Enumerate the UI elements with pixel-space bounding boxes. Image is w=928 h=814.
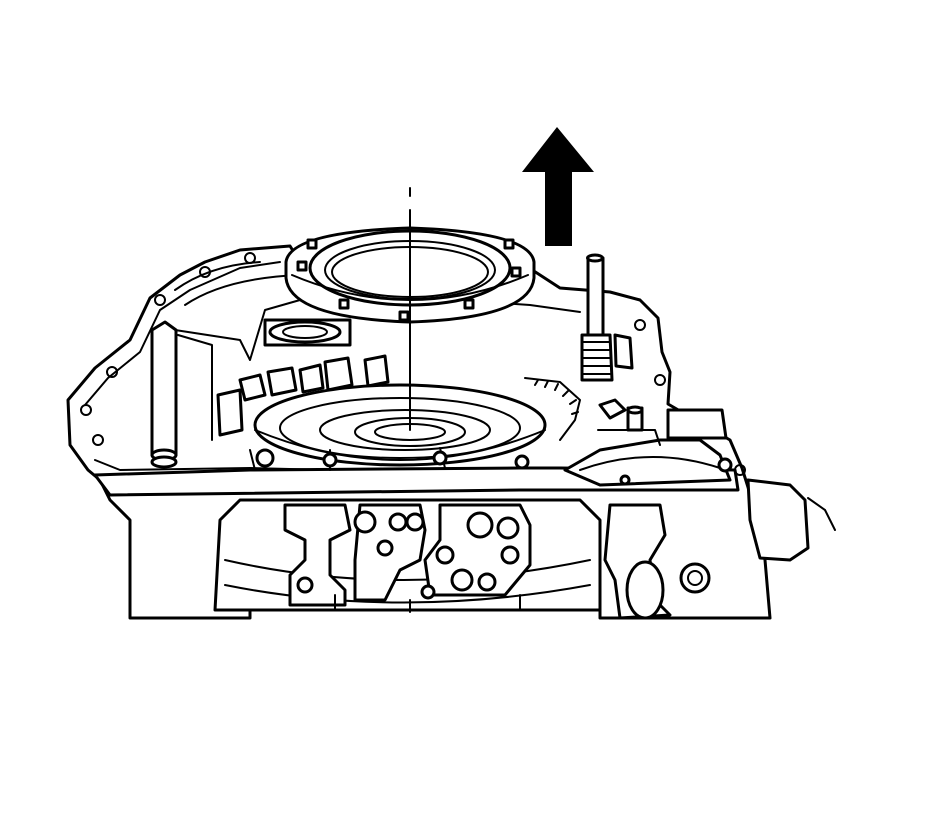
valve-body xyxy=(213,498,602,613)
clutch-drum xyxy=(253,383,547,467)
ring-tabs xyxy=(296,238,522,322)
lever-plate xyxy=(563,398,733,487)
right-housing xyxy=(603,408,836,620)
up-arrow-icon xyxy=(522,127,594,246)
spring-shaft xyxy=(580,253,634,382)
internal-structure xyxy=(150,261,581,469)
